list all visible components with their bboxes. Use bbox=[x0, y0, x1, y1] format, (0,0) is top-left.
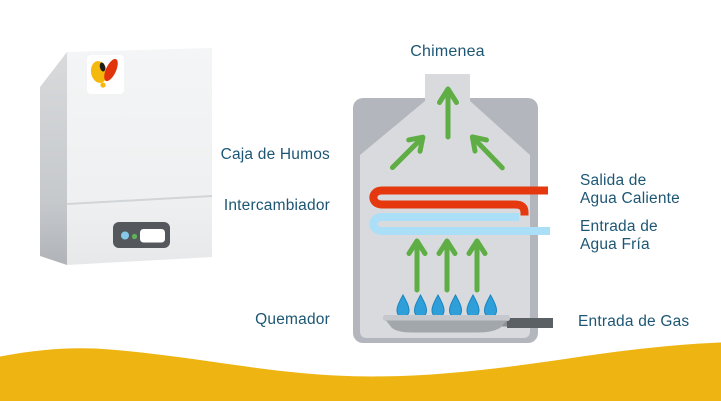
burner-tray bbox=[383, 315, 553, 333]
label-caja-de-humos: Caja de Humos bbox=[220, 146, 330, 163]
combustion-arrows-lower bbox=[406, 238, 488, 293]
flue-arrow-icon bbox=[436, 238, 458, 293]
label-salida-line2: Agua Caliente bbox=[580, 189, 680, 207]
label-entrada-agua-fria: Entrada de Agua Fría bbox=[580, 218, 658, 253]
burner-tray-body bbox=[386, 320, 507, 333]
status-led-blue bbox=[121, 231, 129, 240]
logo-black-dot bbox=[99, 62, 106, 72]
label-entrada-de-gas: Entrada de Gas bbox=[578, 313, 690, 330]
flue-arrow-icon bbox=[469, 134, 505, 171]
logo-red-oval bbox=[104, 58, 118, 82]
burner-flames bbox=[396, 293, 498, 318]
cold-water-pipe bbox=[369, 213, 550, 235]
boiler-schematic bbox=[353, 74, 553, 343]
label-intercambiador: Intercambiador bbox=[223, 197, 330, 214]
hot-water-pipe bbox=[369, 186, 548, 216]
label-salida-agua-caliente: Salida de Agua Caliente bbox=[580, 172, 680, 207]
flue-arrow-icon bbox=[437, 86, 459, 140]
flue-arrow-icon bbox=[466, 238, 488, 293]
flue-gas-arrows-upper bbox=[389, 86, 505, 171]
status-led-green bbox=[131, 233, 138, 240]
boiler-front-face bbox=[67, 48, 212, 265]
label-salida-line1: Salida de bbox=[580, 172, 647, 189]
boiler-unit-illustration bbox=[40, 48, 213, 265]
flue-arrow-icon bbox=[406, 238, 428, 293]
label-quemador: Quemador bbox=[255, 311, 330, 328]
bottom-wave bbox=[0, 342, 721, 401]
boiler-control-panel bbox=[113, 222, 170, 248]
logo-yellow-dot bbox=[100, 82, 106, 88]
label-entrada-fria-line2: Agua Fría bbox=[580, 235, 650, 253]
gas-inlet-pipe bbox=[507, 318, 553, 328]
boiler-side-face bbox=[40, 52, 67, 265]
burner-tray-rim bbox=[383, 315, 510, 321]
boiler-panel-seam bbox=[66, 195, 213, 205]
brand-logo bbox=[87, 55, 124, 94]
label-chimenea: Chimenea bbox=[410, 43, 485, 60]
label-entrada-fria-line1: Entrada de bbox=[580, 218, 658, 235]
flue-arrow-icon bbox=[389, 134, 426, 171]
panel-display bbox=[140, 229, 165, 243]
